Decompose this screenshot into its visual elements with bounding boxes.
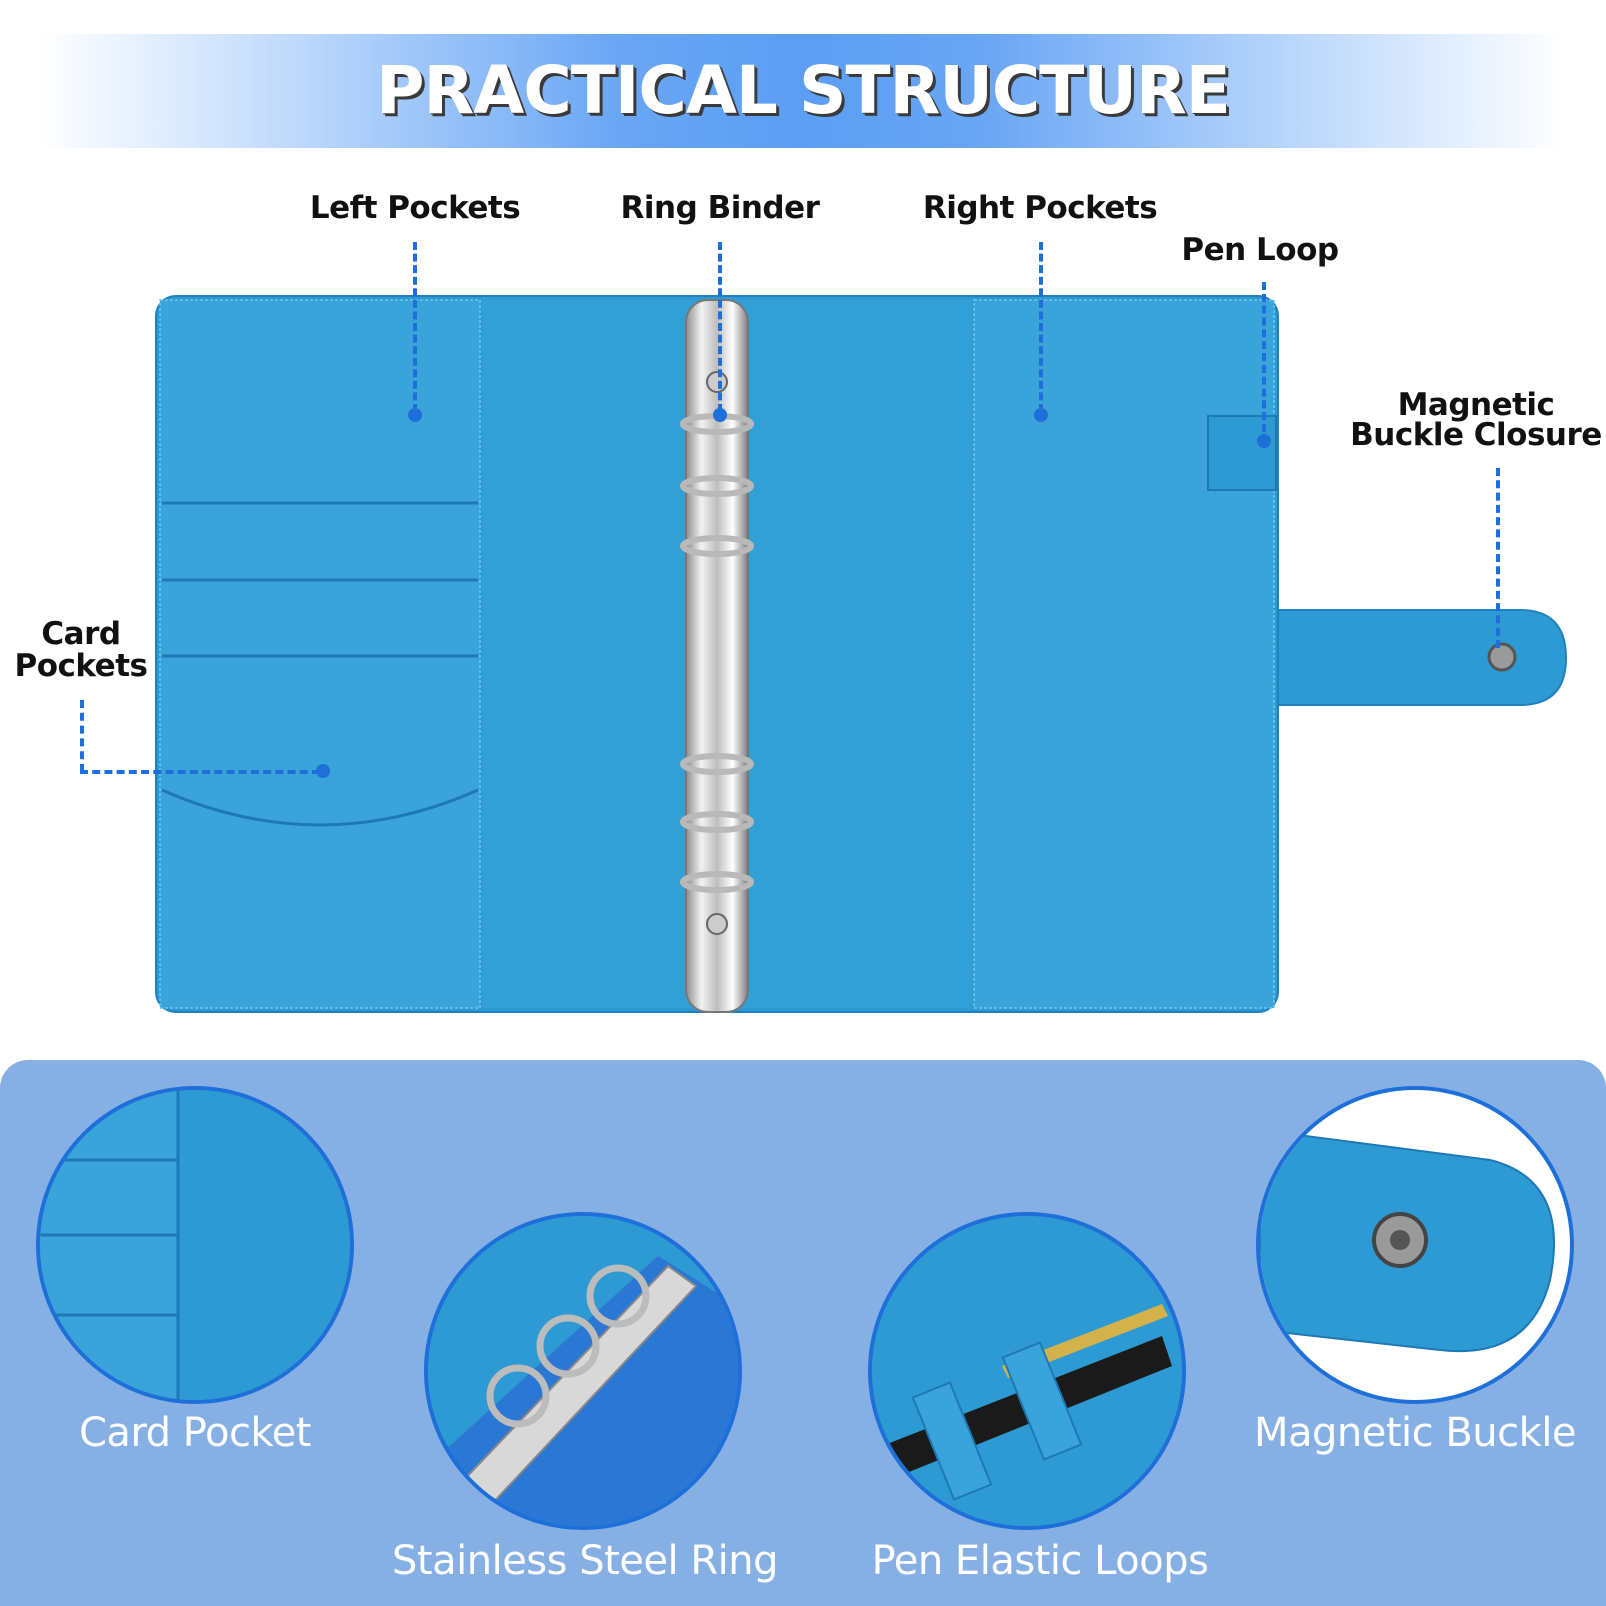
leader-dot-ring-binder xyxy=(713,408,727,422)
leader-pen-loop xyxy=(1262,282,1266,432)
left-pocket-panel xyxy=(159,299,481,1009)
label-card-pockets: Card Pockets xyxy=(6,618,156,682)
card-pocket-circle xyxy=(36,1086,354,1404)
label-card-pockets-line2: Pockets xyxy=(14,648,148,684)
label-pen-loop: Pen Loop xyxy=(1181,232,1339,268)
strap xyxy=(1269,609,1568,706)
magnetic-buckle-circle xyxy=(1256,1086,1574,1404)
label-right-pockets: Right Pockets xyxy=(922,190,1158,226)
pen-loops-detail xyxy=(872,1216,1182,1526)
steel-ring-detail xyxy=(428,1216,738,1526)
leader-dot-card-pockets xyxy=(316,764,330,778)
leader-right-pockets xyxy=(1039,242,1043,412)
binder-illustration xyxy=(155,295,1568,1013)
pen-loops-circle xyxy=(868,1212,1186,1530)
caption-stainless-steel-ring: Stainless Steel Ring xyxy=(392,1538,778,1584)
caption-pen-elastic-loops: Pen Elastic Loops xyxy=(871,1538,1209,1584)
steel-ring-circle xyxy=(424,1212,742,1530)
card-pocket-detail xyxy=(40,1090,350,1400)
binder-rings xyxy=(680,413,754,893)
leader-dot-left-pockets xyxy=(408,408,422,422)
label-card-pockets-line1: Card xyxy=(41,616,121,652)
caption-card-pocket: Card Pocket xyxy=(79,1410,311,1456)
leader-left-pockets xyxy=(413,242,417,412)
snap-button-icon xyxy=(1487,642,1517,672)
label-ring-binder: Ring Binder xyxy=(620,190,820,226)
leader-card-pockets-vertical xyxy=(80,700,84,772)
card-pocket-curve xyxy=(161,788,479,827)
label-magnetic-closure-line2: Buckle Closure xyxy=(1350,417,1602,453)
magnetic-buckle-detail xyxy=(1260,1090,1570,1400)
label-magnetic-closure-line1: Magnetic xyxy=(1397,387,1555,423)
right-pocket-panel xyxy=(973,299,1275,1009)
leader-dot-pen-loop xyxy=(1257,434,1271,448)
leader-card-pockets-horizontal xyxy=(80,770,320,774)
ring-bar xyxy=(685,299,749,1013)
leader-ring-binder xyxy=(718,242,722,412)
page-title: PRACTICAL STRUCTURE xyxy=(376,52,1231,129)
label-magnetic-closure: Magnetic Buckle Closure xyxy=(1336,387,1606,453)
title-banner xyxy=(40,34,1566,148)
caption-magnetic-buckle: Magnetic Buckle xyxy=(1253,1410,1577,1456)
leader-magnetic-closure xyxy=(1496,468,1500,648)
label-left-pockets: Left Pockets xyxy=(309,190,521,226)
leader-dot-right-pockets xyxy=(1034,408,1048,422)
